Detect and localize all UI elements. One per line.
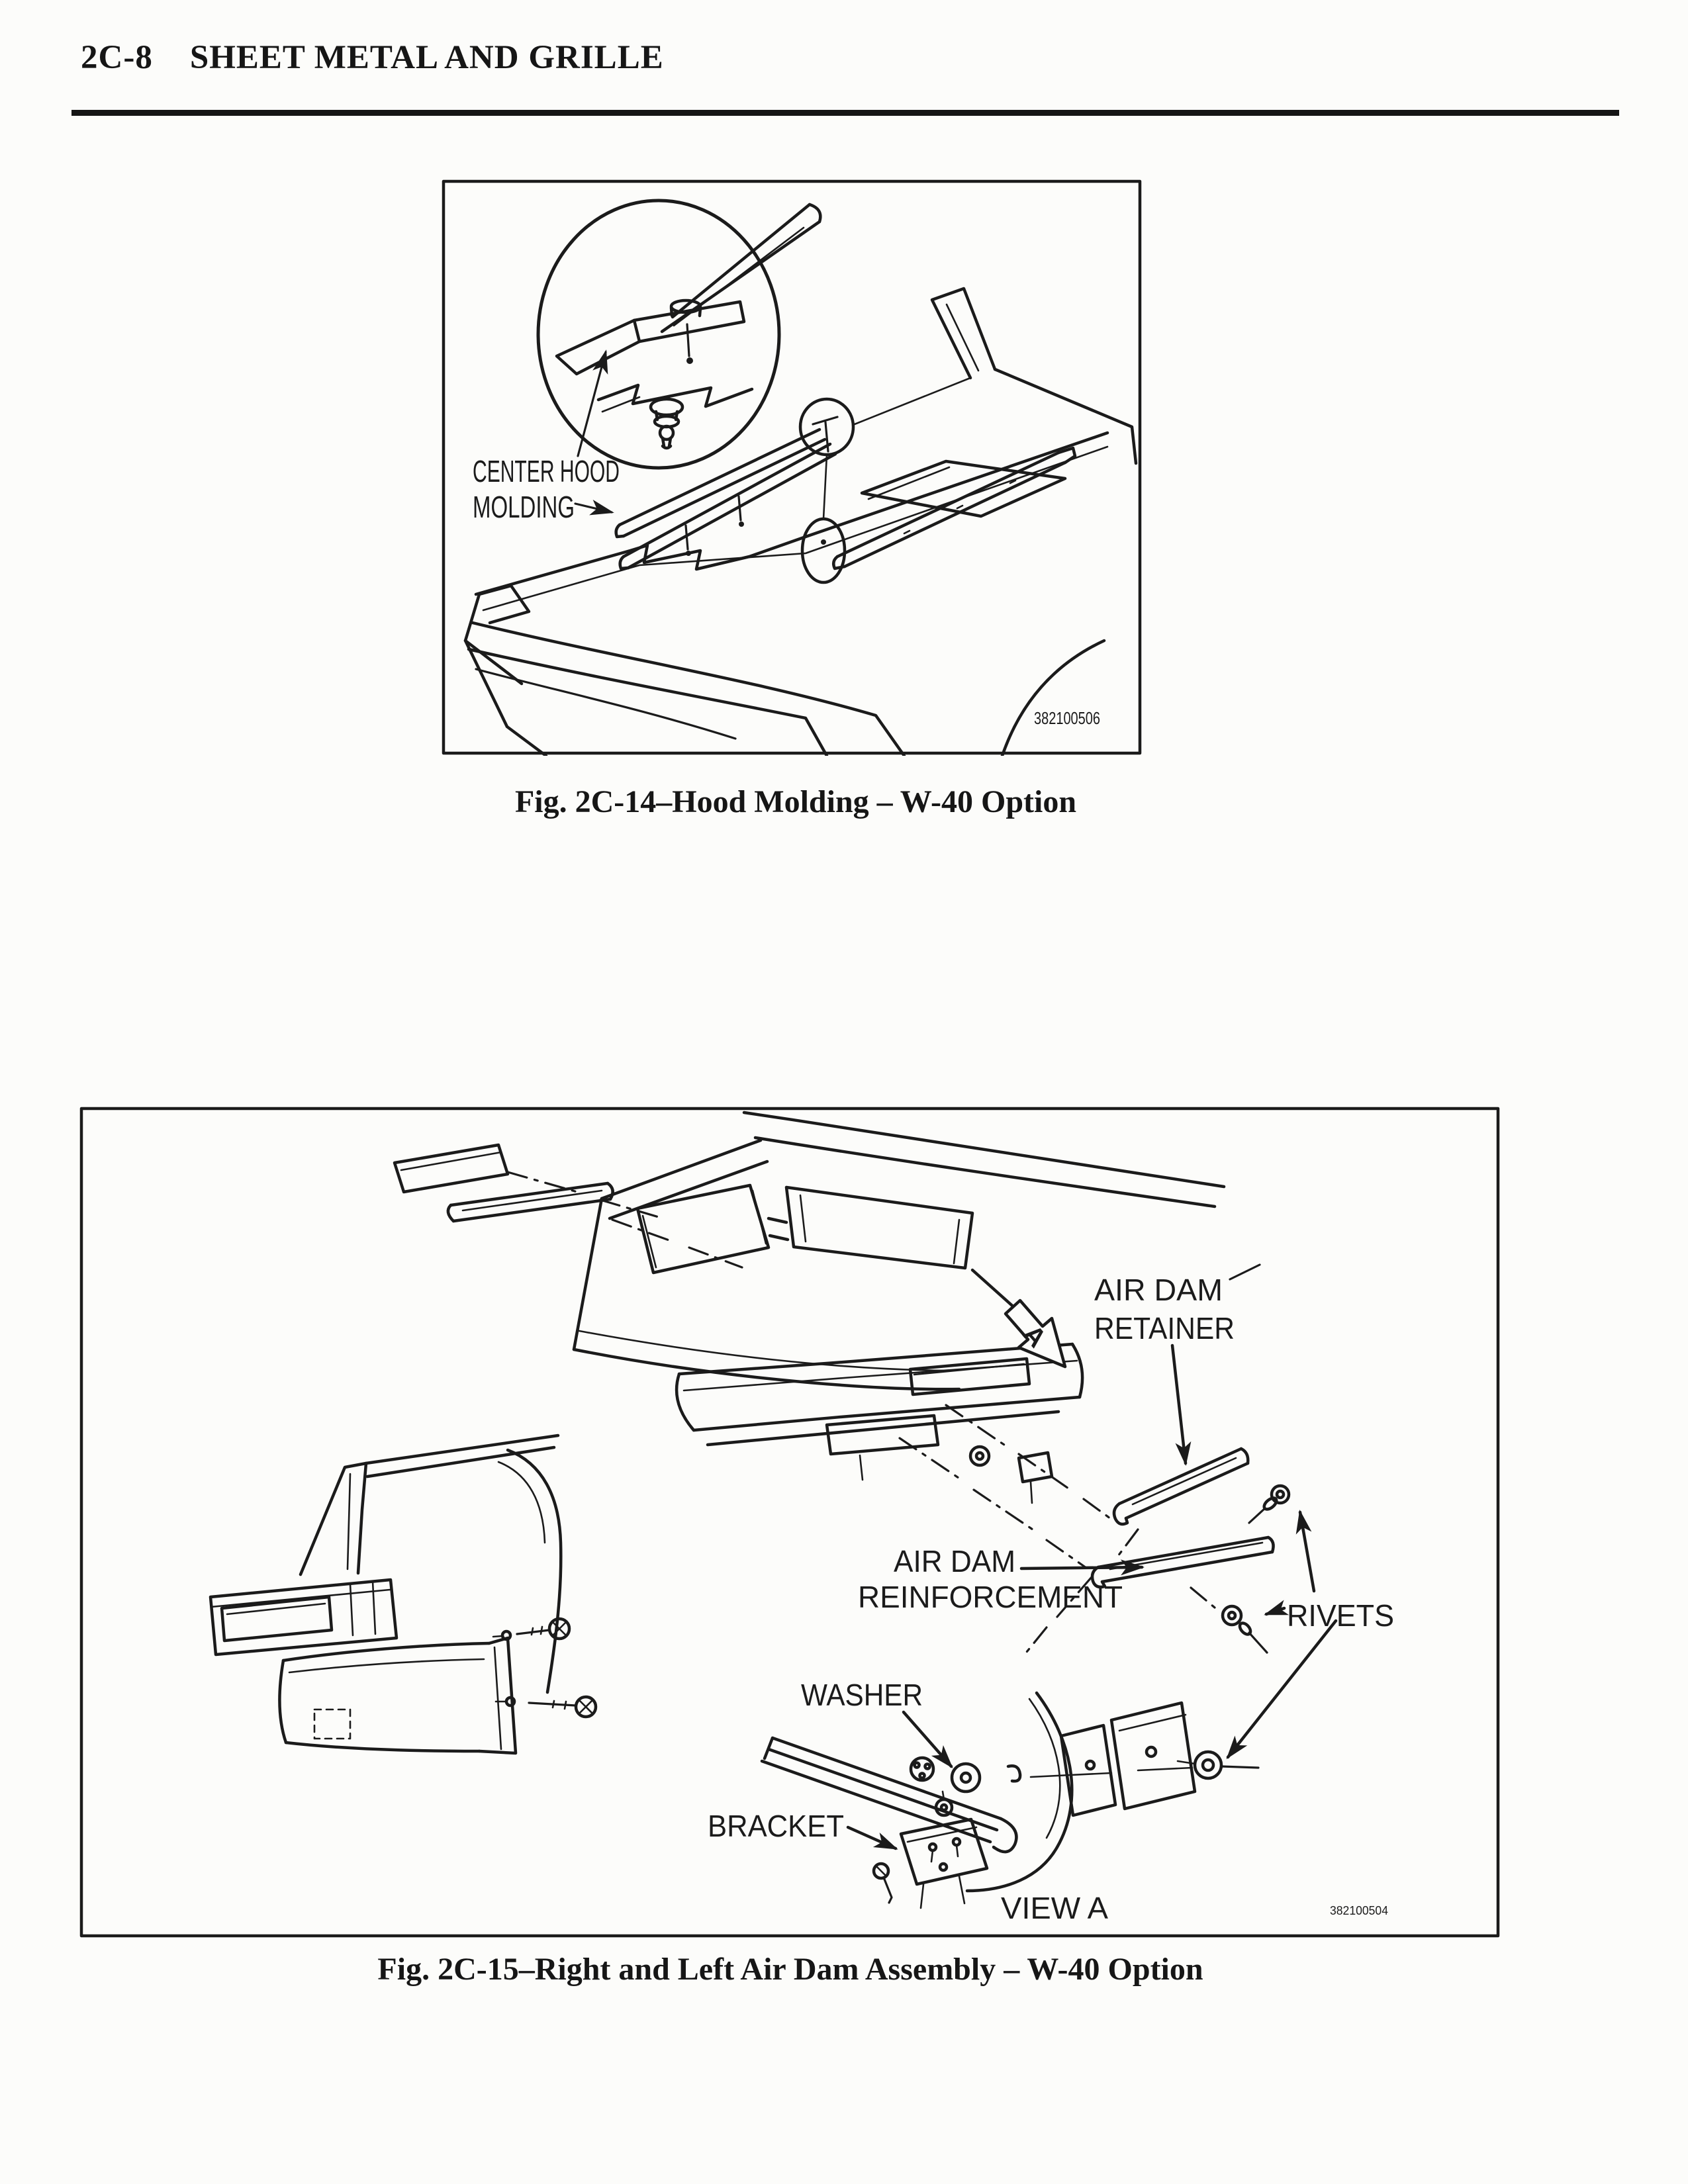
figure1-caption: Fig. 2C-14–Hood Molding – W-40 Option [514, 784, 1077, 819]
fender-air-dam-assembly [209, 1433, 563, 1755]
figure-air-dam-assembly: A [79, 1107, 1500, 1938]
label-bracket: BRACKET [708, 1809, 844, 1843]
car-front-end [572, 1111, 1226, 1504]
rivet-view-a [1176, 1750, 1260, 1780]
center-hood-molding-part [614, 428, 1077, 570]
label-air-dam-reinforcement-line1: AIR DAM [894, 1544, 1015, 1578]
callout-arrows [846, 1263, 1338, 1850]
view-a-detail [760, 1691, 1197, 1909]
label-rivets: RIVETS [1287, 1598, 1394, 1633]
exploded-bars [393, 1143, 614, 1223]
figure2-part-number: 382100504 [1330, 1904, 1388, 1917]
figure1-part-number: 382100506 [1034, 708, 1100, 728]
assembly-projection-lines [506, 1171, 1216, 1657]
page-title: SHEET METAL AND GRILLE [189, 39, 664, 76]
air-dam-screws [516, 1617, 598, 1719]
view-a-marker: A [1004, 1298, 1067, 1369]
page-header: 2C-8 SHEET METAL AND GRILLE [81, 38, 664, 77]
air-dam-retainer-part [1112, 1447, 1250, 1526]
rivet-upper [1248, 1484, 1291, 1524]
center-hood-molding-callout: CENTER HOOD MOLDING [473, 349, 620, 524]
label-washer: WASHER [801, 1678, 923, 1712]
hood-outline [463, 287, 1138, 756]
label-center-hood-line2: MOLDING [473, 490, 575, 524]
molding-clip-detail [555, 203, 822, 450]
header-rule [71, 110, 1619, 116]
label-center-hood-line1: CENTER HOOD [473, 454, 620, 488]
detail-magnifier-circles [536, 199, 855, 584]
label-air-dam-reinforcement-line2: REINFORCEMENT [858, 1580, 1123, 1614]
page-number: 2C-8 [81, 39, 153, 76]
label-view-a: VIEW A [1001, 1891, 1108, 1925]
label-air-dam-retainer-line1: AIR DAM [1094, 1273, 1223, 1307]
figure-hood-molding: CENTER HOOD MOLDING 382100506 [442, 179, 1142, 756]
figure-border [79, 1107, 1500, 1938]
figure-border [442, 179, 1142, 755]
label-air-dam-retainer-line2: RETAINER [1094, 1311, 1235, 1345]
rivet-middle [1221, 1604, 1268, 1654]
figure2-caption: Fig. 2C-15–Right and Left Air Dam Assemb… [377, 1952, 1203, 1987]
